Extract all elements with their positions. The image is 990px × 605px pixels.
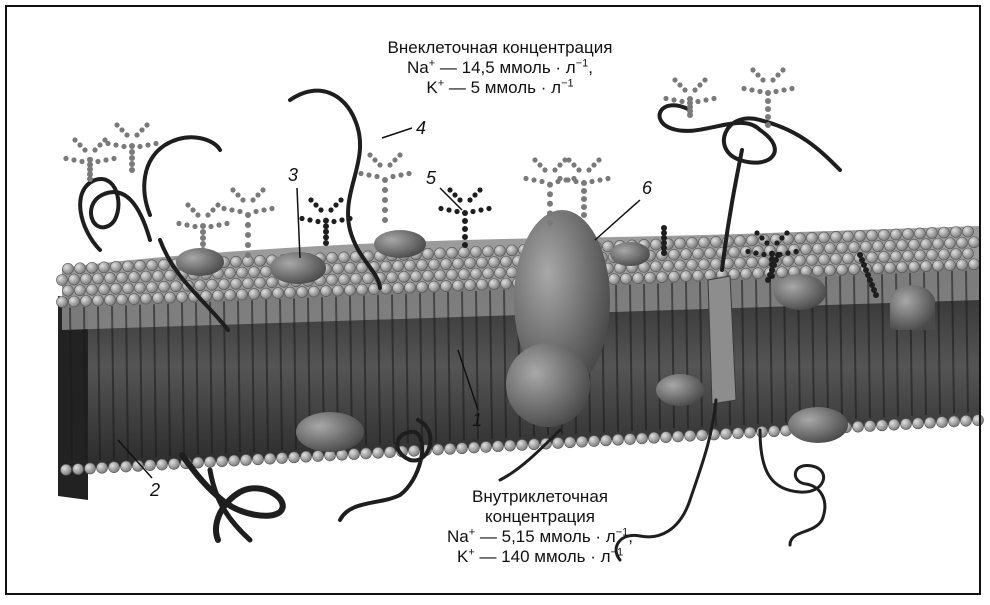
k-ion: K — [457, 547, 468, 566]
extracellular-na: Na+ — 14,5 ммоль · л−1, — [350, 58, 650, 78]
k-value: — 5 ммоль · л — [444, 78, 561, 97]
na-value: — 14,5 ммоль · л — [435, 58, 576, 77]
extracellular-title: Внеклеточная концентрация — [350, 38, 650, 58]
na-value: — 5,15 ммоль · л — [475, 527, 616, 546]
label-4: 4 — [416, 118, 426, 139]
label-2: 2 — [150, 480, 160, 501]
minus-one-sup: −1 — [616, 526, 629, 538]
minus-one-sup: −1 — [611, 546, 624, 558]
intracellular-k: K+ — 140 ммоль · л−1 — [390, 547, 690, 567]
intracellular-na: Na+ — 5,15 ммоль · л−1, — [390, 527, 690, 547]
na-ion: Na — [407, 58, 429, 77]
label-1: 1 — [472, 410, 482, 431]
k-ion: K — [426, 78, 437, 97]
na-ion: Na — [447, 527, 469, 546]
extracellular-caption: Внеклеточная концентрация Na+ — 14,5 ммо… — [350, 38, 650, 98]
comma: , — [628, 527, 633, 546]
minus-one-sup: −1 — [576, 57, 589, 69]
label-5: 5 — [426, 168, 436, 189]
comma: , — [588, 58, 593, 77]
intracellular-title-2: концентрация — [390, 507, 690, 527]
label-6: 6 — [642, 178, 652, 199]
intracellular-caption: Внутриклеточная концентрация Na+ — 5,15 … — [390, 487, 690, 567]
intracellular-title-1: Внутриклеточная — [390, 487, 690, 507]
label-3: 3 — [288, 165, 298, 186]
minus-one-sup: −1 — [561, 77, 574, 89]
k-value: — 140 ммоль · л — [475, 547, 611, 566]
extracellular-k: K+ — 5 ммоль · л−1 — [350, 78, 650, 98]
